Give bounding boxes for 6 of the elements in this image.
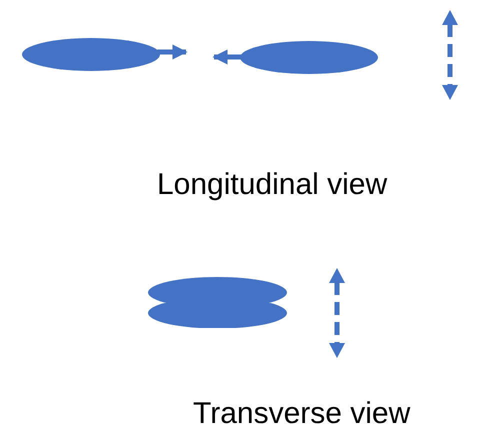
arrow: [157, 44, 188, 60]
caption-text: Transverse view: [193, 396, 410, 430]
ellipse-shape: [240, 41, 378, 74]
caption-text: Longitudinal view: [157, 167, 388, 203]
ellipse-shape: [22, 38, 160, 71]
arrow: [212, 50, 242, 64]
